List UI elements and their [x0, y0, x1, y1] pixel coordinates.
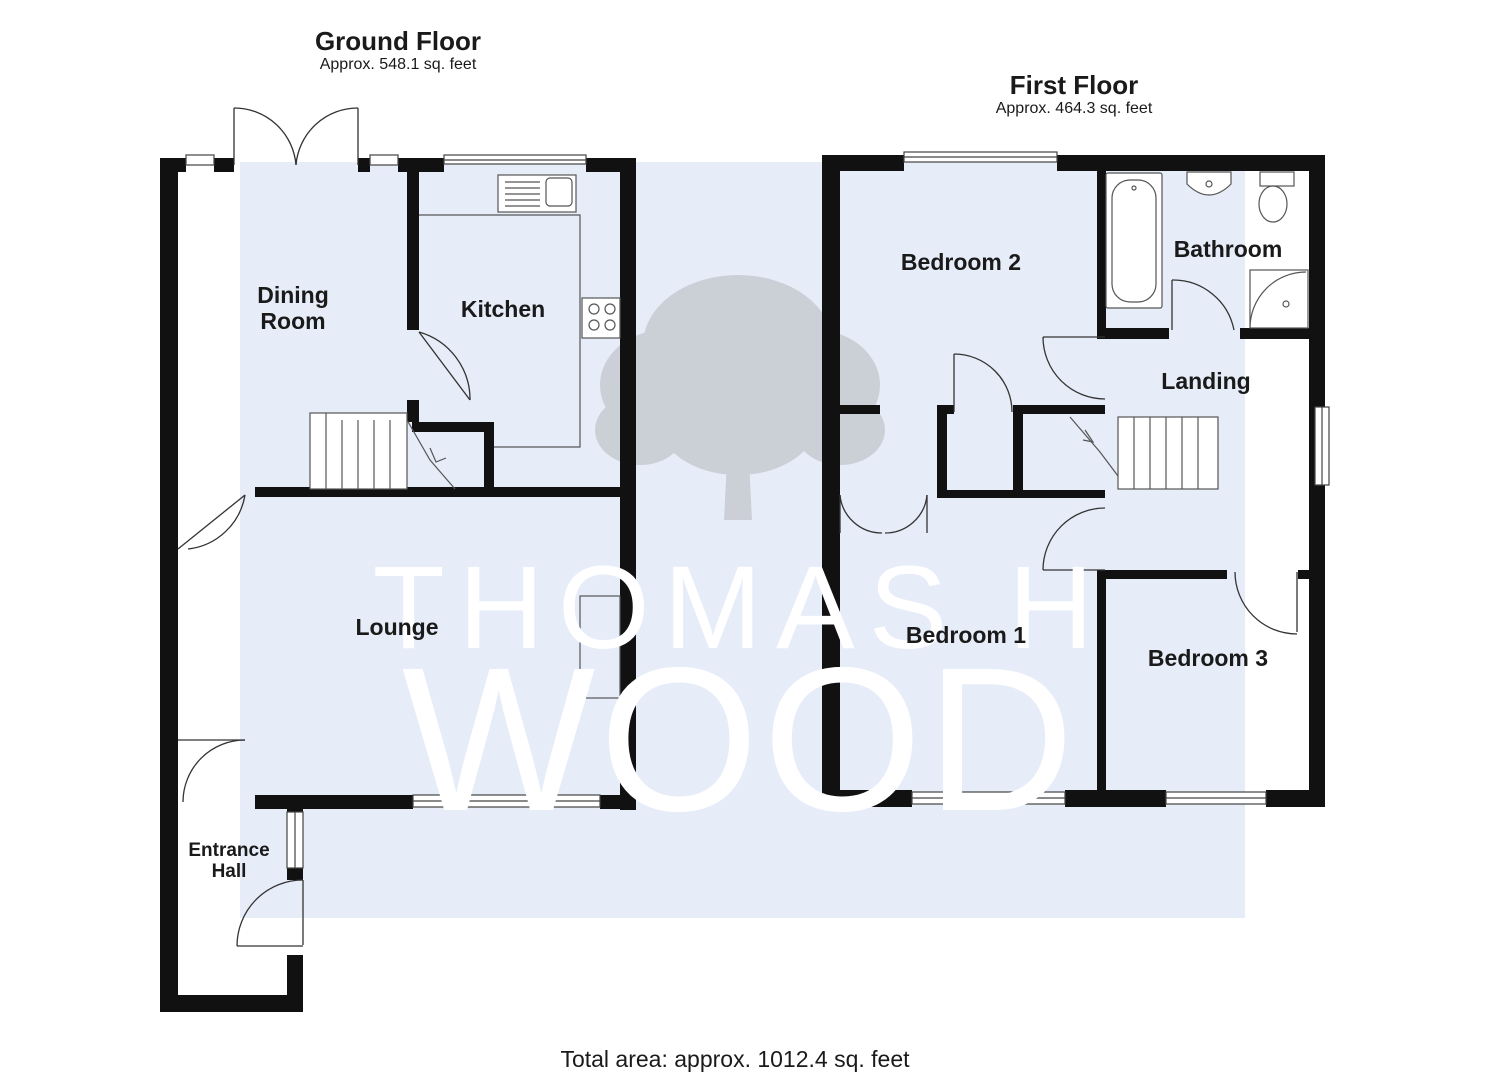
ground-floor-windows [185, 154, 601, 869]
first-floor-title: First Floor [1009, 70, 1139, 100]
first-floor-fixtures [1069, 171, 1309, 490]
ground-floor-heading: Ground Floor Approx. 548.1 sq. feet [248, 26, 548, 74]
watermark-line-1: THOMAS H [372, 542, 1108, 674]
room-label-entrance-hall: Entrance Hall [188, 840, 270, 882]
room-label-bedroom-1: Bedroom 1 [905, 622, 1027, 648]
ground-floor-walls [160, 158, 636, 1012]
room-label-bedroom-3: Bedroom 3 [1147, 645, 1269, 671]
total-area: Total area: approx. 1012.4 sq. feet [560, 1046, 910, 1072]
room-label-kitchen: Kitchen [460, 296, 546, 322]
watermark-line-2: WOOD [401, 625, 1079, 854]
ground-floor-area: Approx. 548.1 sq. feet [319, 56, 477, 73]
room-label-bedroom-2: Bedroom 2 [900, 249, 1022, 275]
room-label-bathroom: Bathroom [1173, 236, 1283, 262]
ground-floor-title: Ground Floor [314, 26, 482, 56]
first-floor-heading: First Floor Approx. 464.3 sq. feet [924, 70, 1224, 118]
room-label-landing: Landing [1161, 368, 1251, 394]
ground-floor-fixtures [309, 174, 621, 699]
room-label-lounge: Lounge [355, 614, 439, 640]
room-label-dining-room: Dining Room [257, 282, 329, 334]
first-floor-doors [839, 279, 1298, 635]
first-floor-area: Approx. 464.3 sq. feet [995, 100, 1153, 117]
ground-floor-doors [177, 107, 471, 947]
first-floor-windows [903, 151, 1330, 805]
